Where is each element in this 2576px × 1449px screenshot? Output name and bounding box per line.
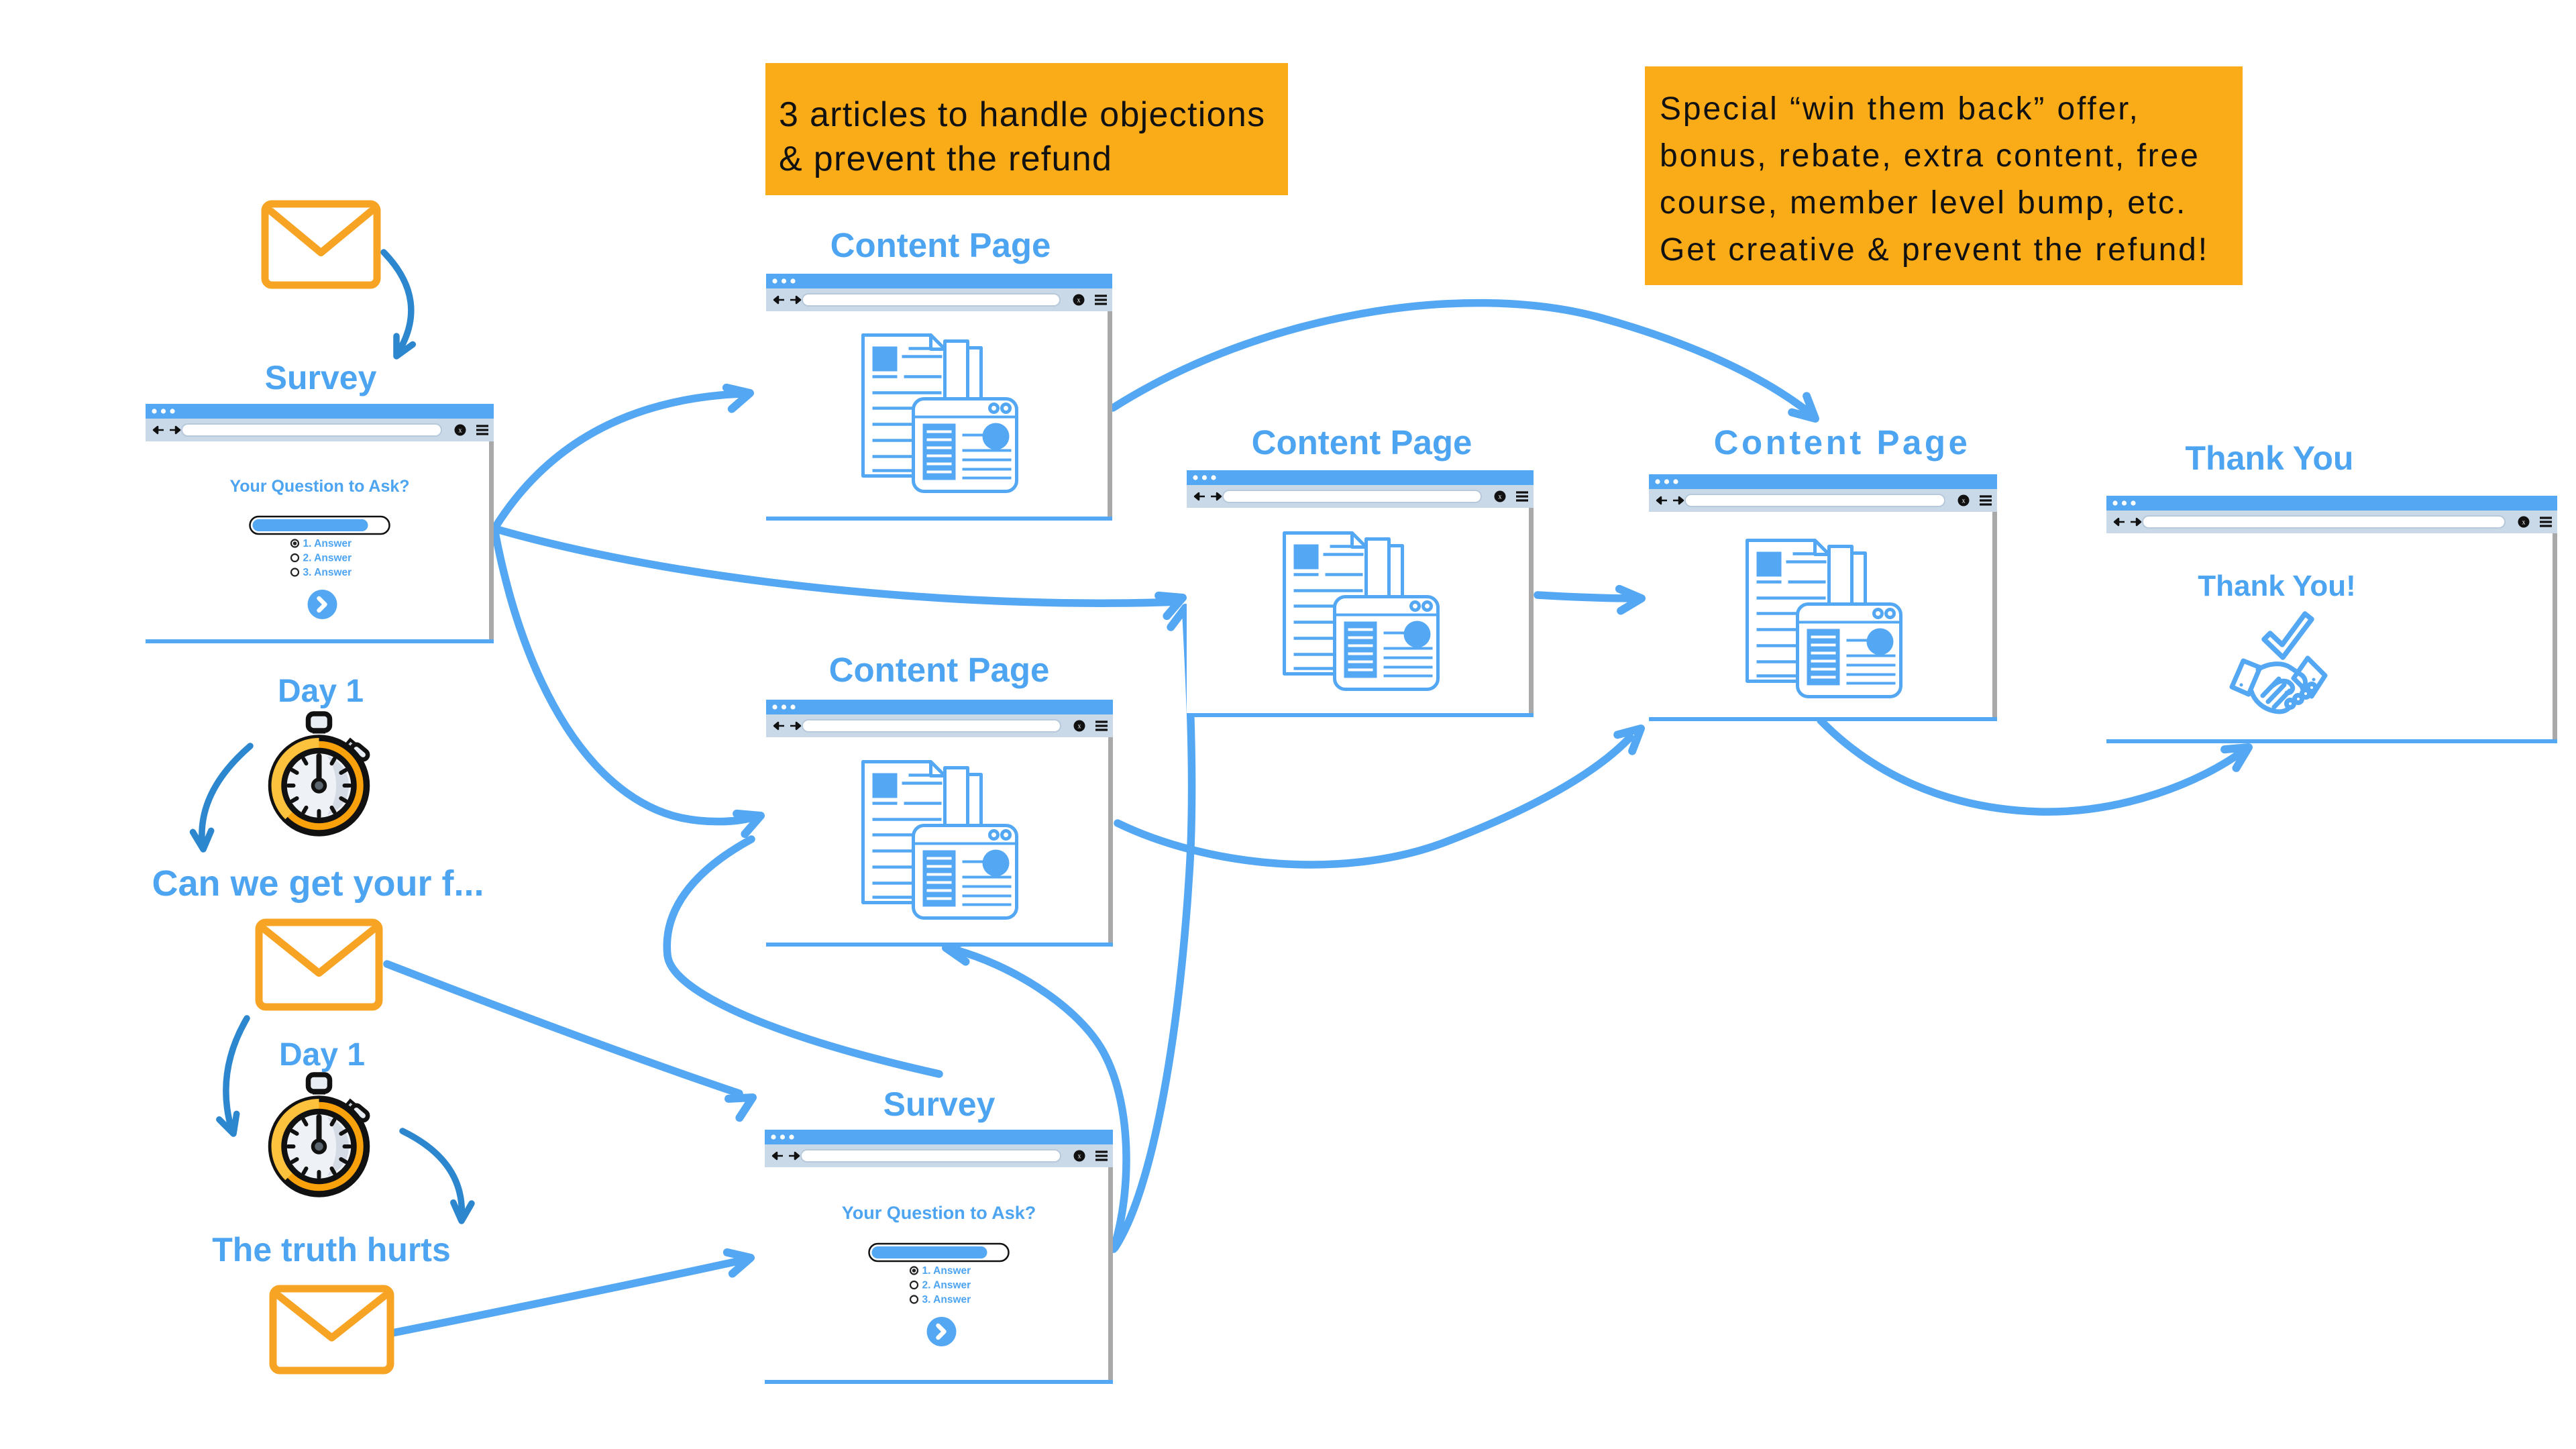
svg-text:Get creative & prevent the ref: Get creative & prevent the refund! [1660, 232, 2209, 268]
svg-text:Content Page: Content Page [1714, 423, 1971, 462]
svg-text:2. Answer: 2. Answer [922, 1280, 971, 1291]
svg-text:2. Answer: 2. Answer [303, 553, 352, 564]
svg-text:The truth hurts: The truth hurts [212, 1231, 451, 1269]
svg-text:x: x [1499, 494, 1502, 501]
svg-text:3. Answer: 3. Answer [922, 1294, 971, 1305]
svg-text:bonus, rebate, extra content,: bonus, rebate, extra content, free [1660, 138, 2200, 174]
svg-text:Thank You: Thank You [2186, 439, 2354, 477]
svg-text:Survey: Survey [883, 1085, 996, 1123]
svg-text:x: x [459, 427, 462, 435]
svg-text:Content Page: Content Page [829, 651, 1050, 689]
svg-text:course, member level bump, etc: course, member level bump, etc. [1660, 185, 2187, 221]
svg-text:& prevent the refund: & prevent the refund [779, 140, 1112, 178]
svg-text:Content Page: Content Page [830, 226, 1051, 264]
svg-text:Special “win them back” offer,: Special “win them back” offer, [1660, 91, 2140, 127]
svg-text:Thank You!: Thank You! [2198, 570, 2356, 602]
svg-text:3 articles to handle objection: 3 articles to handle objections [779, 95, 1265, 134]
svg-text:Can we get your f...: Can we get your f... [152, 863, 484, 904]
svg-text:Day 1: Day 1 [278, 674, 364, 709]
svg-text:Content Page: Content Page [1252, 423, 1472, 462]
svg-text:1. Answer: 1. Answer [303, 538, 352, 549]
svg-text:1. Answer: 1. Answer [922, 1265, 971, 1277]
svg-text:x: x [2522, 519, 2526, 527]
svg-text:Your Question to Ask?: Your Question to Ask? [229, 477, 409, 496]
svg-text:x: x [1962, 498, 1966, 505]
svg-text:x: x [1078, 1153, 1081, 1161]
svg-text:x: x [1077, 297, 1081, 305]
svg-text:Your Question to Ask?: Your Question to Ask? [842, 1203, 1036, 1223]
svg-text:x: x [1078, 723, 1081, 731]
svg-text:Day 1: Day 1 [279, 1037, 365, 1073]
svg-text:3. Answer: 3. Answer [303, 567, 352, 578]
svg-text:Survey: Survey [265, 359, 377, 396]
